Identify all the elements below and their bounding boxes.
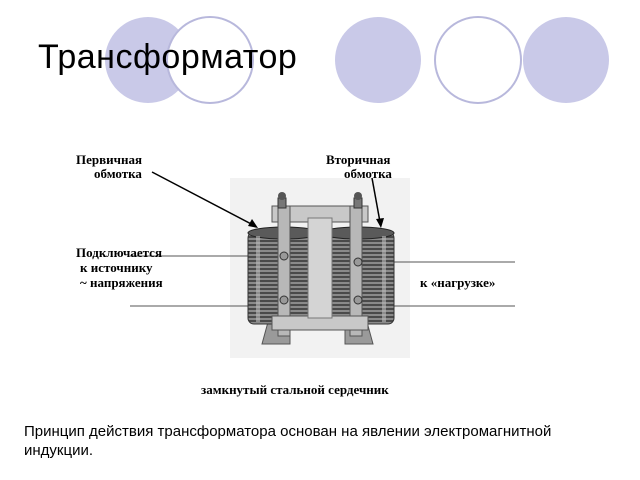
source-label-3: ~ напряжения <box>80 275 163 290</box>
decorative-circles <box>105 16 609 104</box>
transformer-diagram <box>130 171 515 358</box>
slide-caption: Принцип действия трансформатора основан … <box>24 423 552 459</box>
deco-circle-1 <box>105 17 191 103</box>
steel-core <box>271 205 369 337</box>
deco-circle-2 <box>166 16 254 104</box>
secondary-winding-label-1: Вторичная <box>326 152 391 167</box>
deco-circle-4 <box>434 16 522 104</box>
primary-pointer-arrow <box>151 171 258 228</box>
terminals <box>277 192 363 305</box>
primary-winding-label-2: обмотка <box>94 166 142 181</box>
core-label: замкнутый стальной сердечник <box>201 382 389 397</box>
load-label: к «нагрузке» <box>420 275 496 290</box>
slide-title: Трансформатор <box>38 38 298 76</box>
deco-circle-5 <box>523 17 609 103</box>
secondary-pointer-arrow <box>371 177 384 228</box>
source-label-1: Подключается <box>76 245 162 260</box>
deco-circle-3 <box>335 17 421 103</box>
secondary-winding-label-2: обмотка <box>344 166 392 181</box>
primary-winding-label-1: Первичная <box>76 152 142 167</box>
source-label-2: к источнику <box>80 260 153 275</box>
